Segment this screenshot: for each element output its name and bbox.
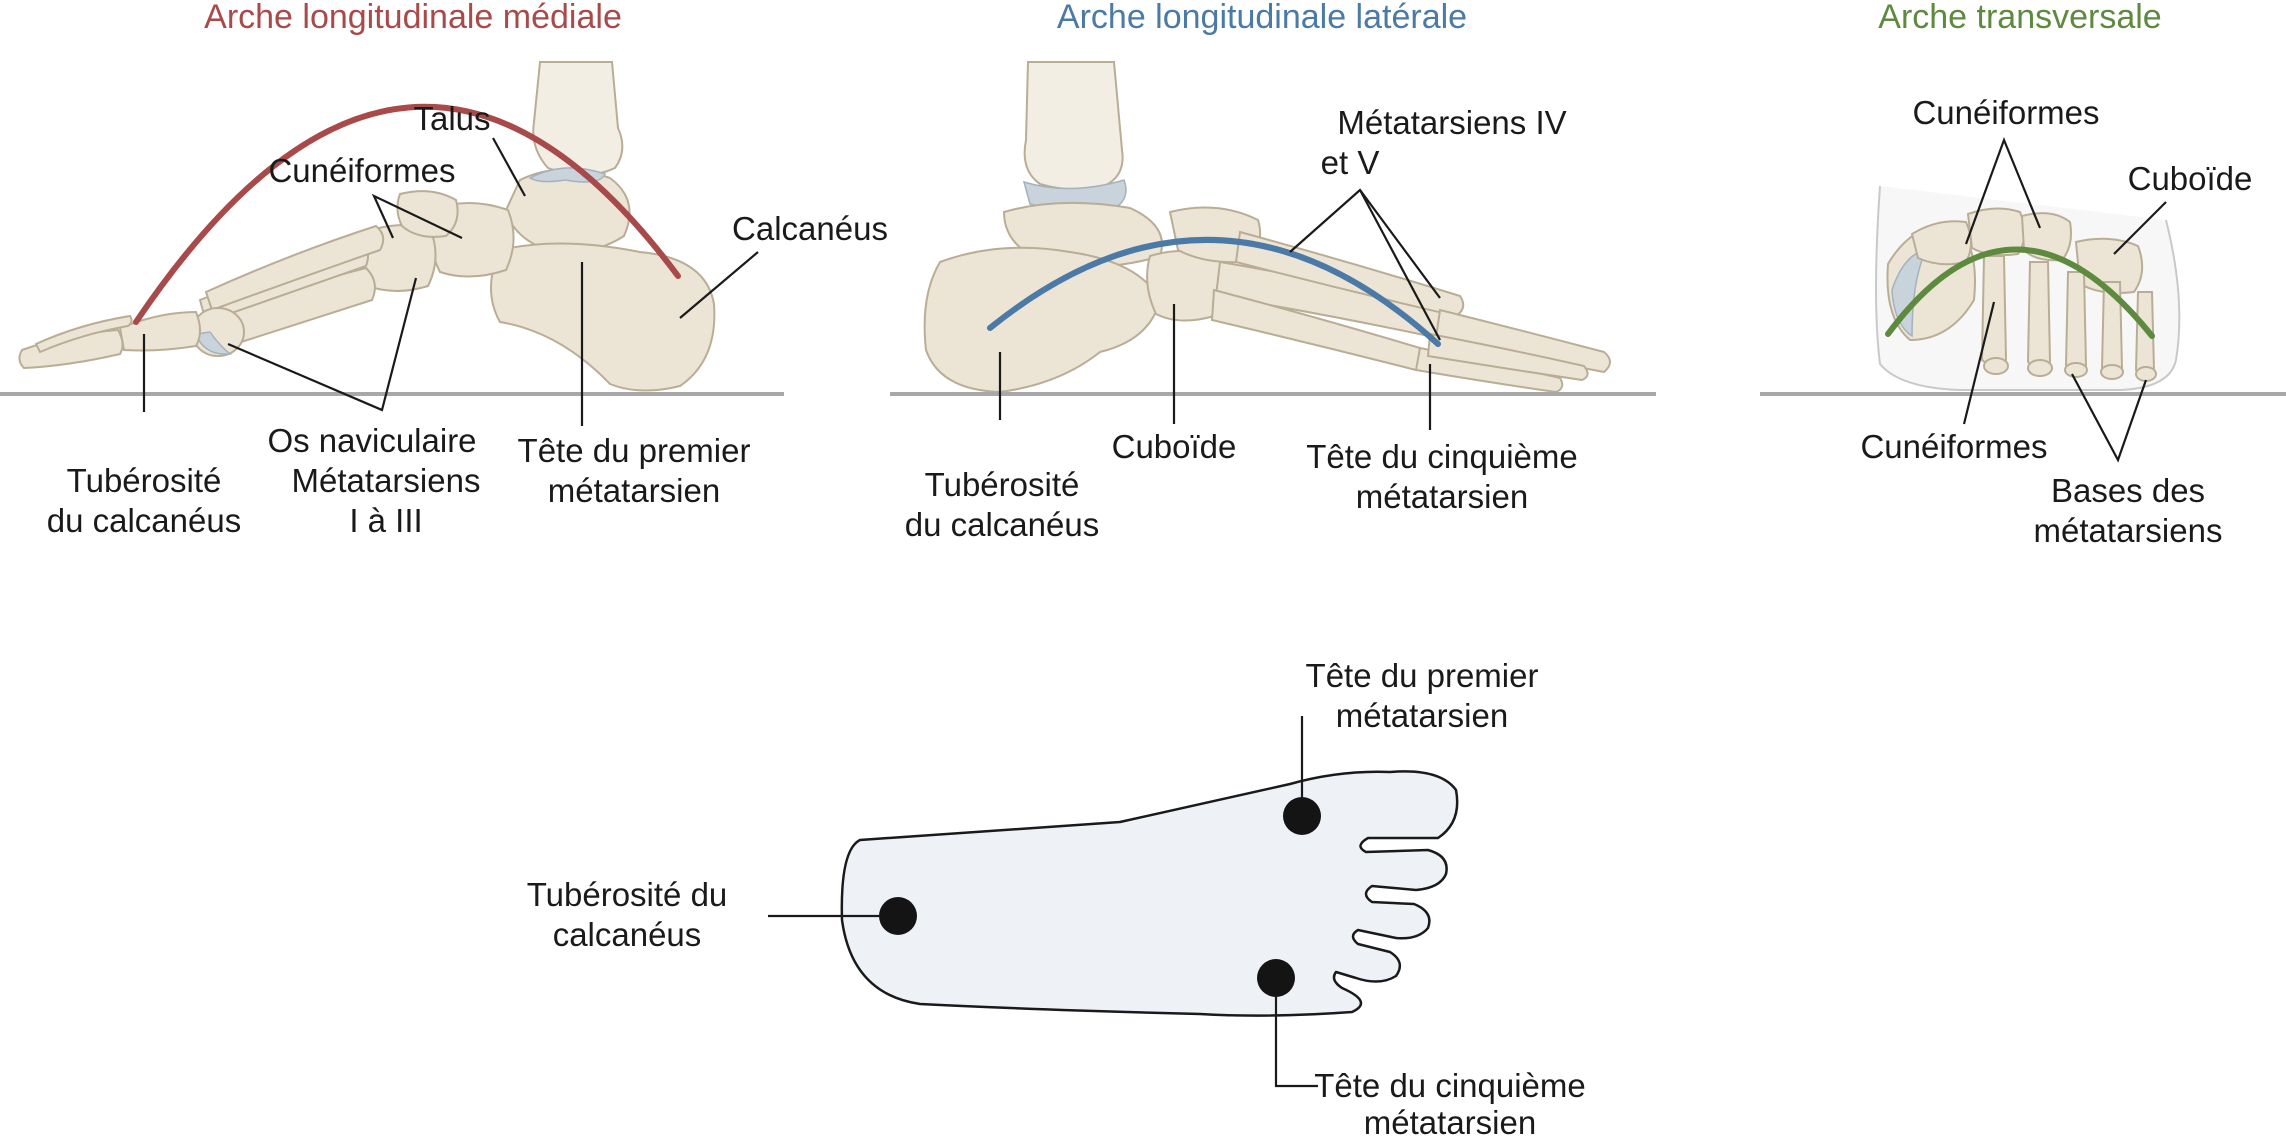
- tuberosite-lateral-label-line2: du calcanéus: [905, 506, 1099, 543]
- metatarsal-base-3: [2064, 362, 2088, 378]
- medial-arch-panel: Arche longitudinale médiale: [0, 0, 888, 539]
- metatarsiens-label-line2: et V: [1321, 144, 1380, 181]
- bases-label-line2: métatarsiens: [2034, 512, 2223, 549]
- cinquieme-label-line1: Tête du cinquième: [1314, 1067, 1586, 1104]
- naviculaire-leader: [227, 277, 418, 412]
- metatarsal-base-4: [2100, 364, 2124, 380]
- lateral-arch-title: Arche longitudinale latérale: [1057, 0, 1467, 36]
- footprint-outline: [840, 770, 1459, 1017]
- bases-leader: [2071, 373, 2148, 463]
- phalanges-lateral-3: [1426, 332, 1589, 382]
- medial-arch-title: Arche longitudinale médiale: [204, 0, 622, 36]
- cuneiformes-top-label: Cunéiformes: [1912, 94, 2099, 131]
- metatarsal-column-2: [2026, 261, 2052, 368]
- cuboide-transverse-leader: [2113, 201, 2167, 255]
- calcaneus-leader: [679, 251, 759, 319]
- calcaneus-label: Calcanéus: [732, 210, 888, 247]
- cuneiformes-leader: [371, 193, 463, 239]
- cinquieme-metatarsien-point: [1257, 959, 1295, 997]
- tuberosite-label-line2: du calcanéus: [47, 502, 241, 539]
- transverse-arch-curve: [1885, 246, 2155, 339]
- cuboide-transverse-label: Cuboïde: [2128, 160, 2253, 197]
- tete-cinquieme-label-line2: métatarsien: [1356, 478, 1528, 515]
- metatarsal-3-bone: [204, 224, 385, 312]
- metatarsiens-label-line1: Métatarsiens IV: [1337, 104, 1566, 141]
- lateral-arch-panel: Arche longitudinale latérale Métatarsien…: [890, 0, 1656, 543]
- cinquieme-leader: [1274, 996, 1318, 1088]
- metatarsal-head-cartilage: [194, 331, 232, 355]
- transverse-arch-title: Arche transversale: [1878, 0, 2161, 36]
- lesser-phalanges: [34, 314, 133, 354]
- calcaneus-point: [879, 897, 917, 935]
- talus-bone: [504, 168, 631, 254]
- tuberosite-footprint-label-line2: calcanéus: [553, 916, 702, 953]
- cuneiformes-top-leader: [1964, 136, 2042, 245]
- bases-label-line1: Bases des: [2051, 472, 2205, 509]
- naviculaire-label-line1: Os naviculaire: [267, 422, 476, 459]
- metatarsal-column-3: [2064, 271, 2088, 371]
- metatarsal-base-1: [1983, 357, 2009, 375]
- tibia-bone: [532, 61, 624, 176]
- cuneiform-bone-2: [396, 190, 459, 238]
- tuberosite-label-line1: Tubérosité: [67, 462, 222, 499]
- cuneiformes-label: Cunéiformes: [268, 152, 455, 189]
- tete-premier-label-line2: métatarsien: [548, 472, 720, 509]
- cuneiformes-bottom-leader: [1962, 301, 1996, 425]
- tuberosite-footprint-label-line1: Tubérosité du: [527, 876, 728, 913]
- cinquieme-label-line2: métatarsien: [1364, 1104, 1536, 1138]
- naviculaire-label-line3: I à III: [349, 502, 422, 539]
- calcaneus-bone: [490, 242, 716, 392]
- premier-label-line2: métatarsien: [1336, 697, 1508, 734]
- calcaneus-bone-lateral: [923, 246, 1162, 394]
- talus-leader: [492, 137, 526, 197]
- lateral-arch-curve: [987, 237, 1441, 347]
- metatarsal-base-5: [2135, 366, 2157, 382]
- proximal-phalanx: [118, 310, 201, 352]
- talus-label: Talus: [413, 100, 490, 137]
- tuberosite-lateral-label-line1: Tubérosité: [925, 466, 1080, 503]
- tete-cinquieme-label-line1: Tête du cinquième: [1306, 438, 1578, 475]
- transverse-arch-panel: Arche transversale Cunéiformes Cuboïd: [1760, 0, 2286, 549]
- footprint-panel: Tête du premier métatarsien Tubérosité d…: [527, 657, 1586, 1141]
- medial-arch-curve: [133, 103, 681, 325]
- cuboide-lateral-label: Cuboïde: [1112, 428, 1237, 465]
- cuneiformes-bottom-label: Cunéiformes: [1860, 428, 2047, 465]
- metatarsal-column-1: [1980, 255, 2008, 366]
- metatarsiens-leader-2: [1359, 189, 1441, 341]
- tete-premier-label-line1: Tête du premier: [518, 432, 751, 469]
- tibia-bone-lateral: [1023, 61, 1124, 191]
- naviculaire-label-line2: Métatarsiens: [292, 462, 481, 499]
- premier-label-line1: Tête du premier: [1306, 657, 1539, 694]
- metatarsal-base-2: [2027, 359, 2053, 377]
- premier-metatarsien-point: [1283, 797, 1321, 835]
